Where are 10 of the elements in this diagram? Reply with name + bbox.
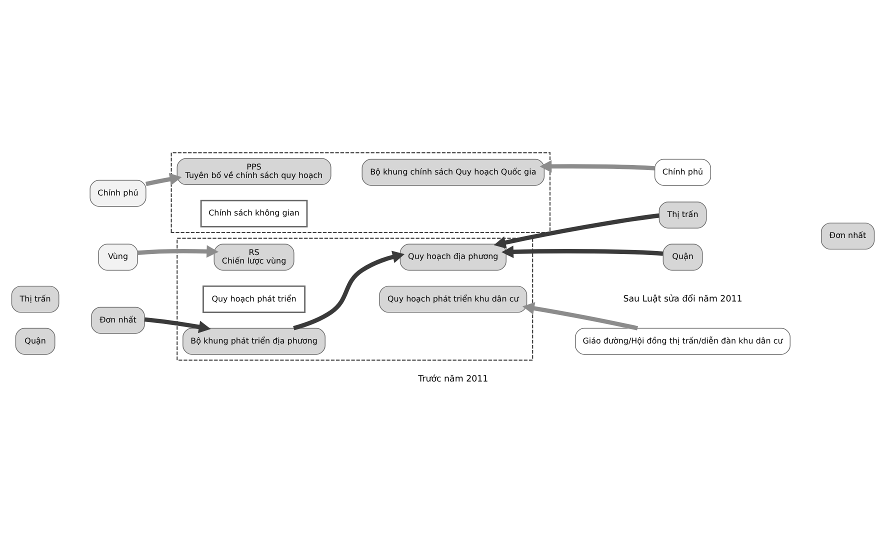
arrow: [502, 245, 664, 258]
cluster: [176, 237, 534, 360]
arrow: [138, 244, 219, 258]
arrow: [522, 302, 638, 330]
label: Trước năm 2011: [418, 374, 488, 384]
label: Sau Luật sửa đổi năm 2011: [623, 294, 742, 304]
arrow: [144, 316, 211, 333]
arrow: [146, 172, 182, 186]
arrow: [540, 160, 655, 172]
arrow: [494, 212, 660, 248]
